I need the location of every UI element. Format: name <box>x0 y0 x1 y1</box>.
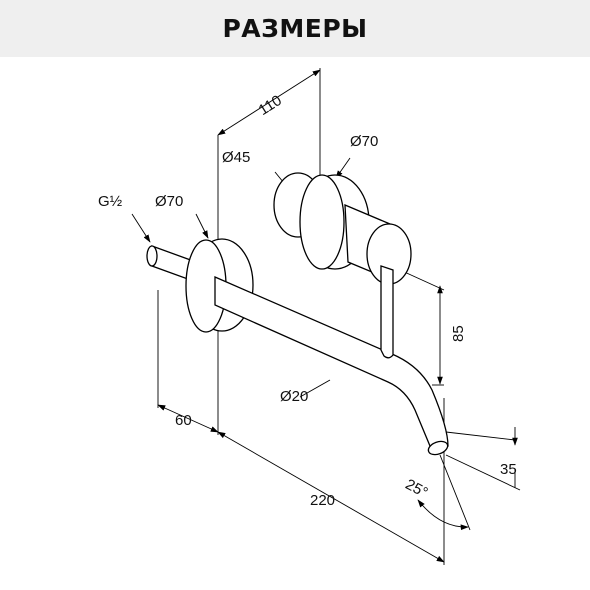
page-title: РАЗМЕРЫ <box>222 14 368 43</box>
header-band: РАЗМЕРЫ <box>0 0 590 57</box>
dim-35-label: 35 <box>500 461 517 478</box>
dimension-lines <box>131 69 518 563</box>
dim-d20-label: Ø20 <box>280 388 308 405</box>
dim-110-label: 110 <box>256 92 285 119</box>
dim-d45-label: Ø45 <box>222 149 250 166</box>
mixer-rosette <box>273 172 370 270</box>
dim-g12-label: G½ <box>98 193 123 210</box>
mixer-body <box>344 203 412 285</box>
dim-85-label: 85 <box>450 325 467 342</box>
dim-d70-left-label: Ø70 <box>155 193 183 210</box>
dim-d70-top-label: Ø70 <box>350 133 378 150</box>
handle-lever <box>380 265 394 359</box>
connector-pipe <box>146 245 197 283</box>
dim-60-label: 60 <box>175 412 192 429</box>
spout <box>214 276 449 456</box>
angle-25-label: 25° <box>403 476 431 502</box>
dim-220-label: 220 <box>310 492 335 509</box>
